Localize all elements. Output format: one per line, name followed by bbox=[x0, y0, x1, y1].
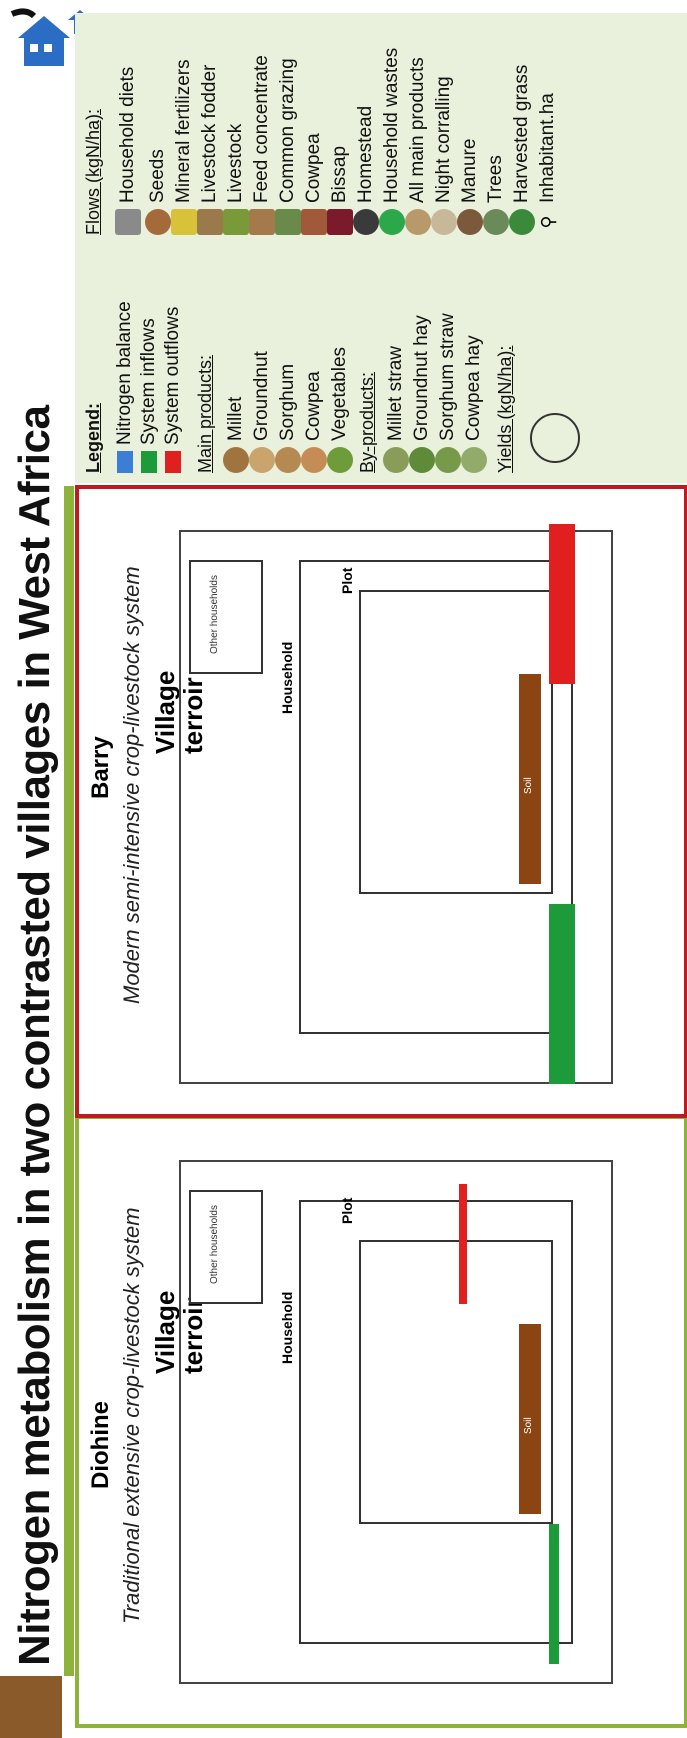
flows-heading: Flows (kgN/ha): bbox=[83, 108, 103, 235]
trees-icon bbox=[483, 209, 509, 235]
title-underline bbox=[64, 486, 74, 1676]
arrow-red-icon bbox=[165, 451, 181, 473]
legend-arrow-item: System outflows bbox=[161, 253, 185, 473]
legend-arrow-item: System inflows bbox=[137, 253, 161, 473]
inhabitant-icon: ⚲ bbox=[537, 215, 558, 229]
livestock-icon bbox=[223, 209, 249, 235]
soil-label: Soil bbox=[523, 1417, 534, 1434]
common-grazing-icon bbox=[275, 209, 301, 235]
inflow-arrow bbox=[549, 904, 575, 1084]
village-panel-diohine: Diohine Traditional extensive crop-lives… bbox=[75, 1115, 687, 1728]
by-products-heading: By-products: bbox=[357, 371, 377, 473]
harvested-grass-icon bbox=[509, 209, 535, 235]
household-label: Household bbox=[279, 1291, 295, 1364]
groundnut-icon bbox=[249, 447, 275, 473]
outflow-arrow bbox=[459, 1184, 467, 1304]
other-households-label: Other households bbox=[209, 575, 220, 654]
legend-heading: Legend: bbox=[83, 403, 103, 473]
cowpea-hay-icon bbox=[461, 447, 487, 473]
figure-title: Nitrogen metabolism in two contrasted vi… bbox=[10, 405, 59, 1666]
night-corralling-icon bbox=[431, 209, 457, 235]
livestock-fodder-icon bbox=[197, 209, 223, 235]
household-wastes-icon bbox=[379, 209, 405, 235]
millet-straw-icon bbox=[383, 447, 409, 473]
seeds-icon bbox=[145, 209, 171, 235]
main-products-list: Millet Groundnut Sorghum Cowpea Vegetabl… bbox=[223, 253, 353, 473]
household-label: Household bbox=[279, 641, 295, 714]
arrow-green-icon bbox=[141, 451, 157, 473]
outflow-arrow bbox=[549, 524, 575, 684]
village-name-diohine: Diohine bbox=[87, 1401, 114, 1489]
groundnut-hay-icon bbox=[409, 447, 435, 473]
village-subtitle-diohine: Traditional extensive crop-livestock sys… bbox=[119, 1207, 144, 1624]
manure-icon bbox=[457, 209, 483, 235]
feed-concentrate-icon bbox=[249, 209, 275, 235]
mineral-fertilizers-icon bbox=[171, 209, 197, 235]
plot-label: Plot bbox=[339, 1197, 355, 1224]
village-subtitle-barry: Modern semi-intensive crop-livestock sys… bbox=[119, 566, 144, 1004]
inflow-arrow bbox=[549, 1524, 559, 1664]
arrow-blue-icon bbox=[117, 451, 133, 473]
bissap-icon bbox=[327, 209, 353, 235]
sorghum-icon bbox=[275, 447, 301, 473]
millet-icon bbox=[223, 447, 249, 473]
other-households-box bbox=[189, 1190, 263, 1304]
legend-arrow-item: Nitrogen balance bbox=[113, 253, 137, 473]
title-color-block bbox=[0, 1676, 62, 1738]
household-diets-icon bbox=[115, 209, 141, 235]
yields-heading: Yields (kgN/ha): bbox=[495, 345, 515, 473]
other-households-box bbox=[189, 560, 263, 674]
plot-label: Plot bbox=[339, 567, 355, 594]
by-products-list: Millet straw Groundnut hay Sorghum straw… bbox=[383, 253, 487, 473]
village-name-barry: Barry bbox=[87, 736, 114, 799]
all-main-products-icon bbox=[405, 209, 431, 235]
main-products-heading: Main products: bbox=[195, 354, 215, 473]
vegetables-icon bbox=[327, 447, 353, 473]
sorghum-straw-icon bbox=[435, 447, 461, 473]
cowpea-icon bbox=[301, 447, 327, 473]
soil-label: Soil bbox=[523, 777, 534, 794]
village-panel-barry: Barry Modern semi-intensive crop-livesto… bbox=[75, 485, 687, 1118]
flows-list: Household diets Seeds Mineral fertilizer… bbox=[111, 15, 561, 235]
legend-arrow-list: Nitrogen balance System inflows System o… bbox=[113, 253, 185, 473]
yield-circle-icon bbox=[530, 413, 580, 463]
other-households-label: Other households bbox=[209, 1205, 220, 1284]
legend-panel: Legend: Nitrogen balance System inflows … bbox=[75, 13, 687, 483]
cowpea-flow-icon bbox=[301, 209, 327, 235]
homestead-icon bbox=[353, 209, 379, 235]
